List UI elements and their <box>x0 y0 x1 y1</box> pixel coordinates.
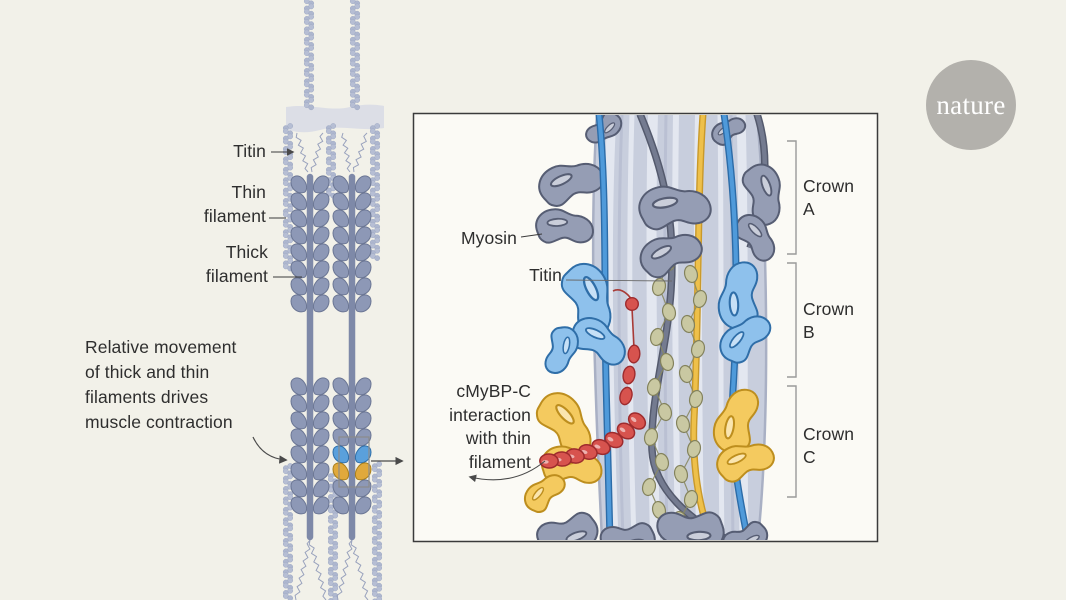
thin-filament-blue-strands <box>595 115 752 540</box>
label-myosin: Myosin <box>460 228 517 248</box>
cmybpc-arrow <box>468 460 546 483</box>
crown-b-bracket <box>787 262 797 378</box>
label-thick-filament: Thick filament <box>205 242 268 286</box>
caption-relative-movement: Relative movement of thick and thin fila… <box>85 337 237 432</box>
nature-logo-text: nature <box>936 89 1006 120</box>
highlight-box <box>338 436 370 488</box>
titin-panel-leader <box>565 279 673 282</box>
titin-left-text: Titin <box>233 141 266 161</box>
titin-yellow-strand <box>690 115 716 540</box>
crown-a-bracket <box>787 140 797 255</box>
cmybpc-red-chain <box>539 289 647 469</box>
caption-arrow <box>252 436 288 464</box>
nature-logo: nature <box>926 60 1016 150</box>
crown-c-bracket <box>787 385 797 498</box>
titin-zigzags <box>294 132 369 600</box>
label-titin-left: Titin <box>166 139 266 163</box>
zoom-panel-content <box>518 115 785 540</box>
label-crown-a: Crown A <box>803 176 855 219</box>
thin-filament-bead-chains <box>282 0 383 600</box>
label-titin-panel: Titin <box>529 265 562 285</box>
label-crown-b: Crown B <box>803 299 855 342</box>
label-thin-filament: Thin filament <box>203 182 266 226</box>
label-cmybpc-interaction: cMyBP-C interaction with thin filament <box>449 381 531 472</box>
thick-filaments <box>287 172 375 541</box>
z-disc-band <box>286 104 384 133</box>
label-crown-c: Crown C <box>803 424 855 467</box>
myosin-leader <box>520 233 543 238</box>
